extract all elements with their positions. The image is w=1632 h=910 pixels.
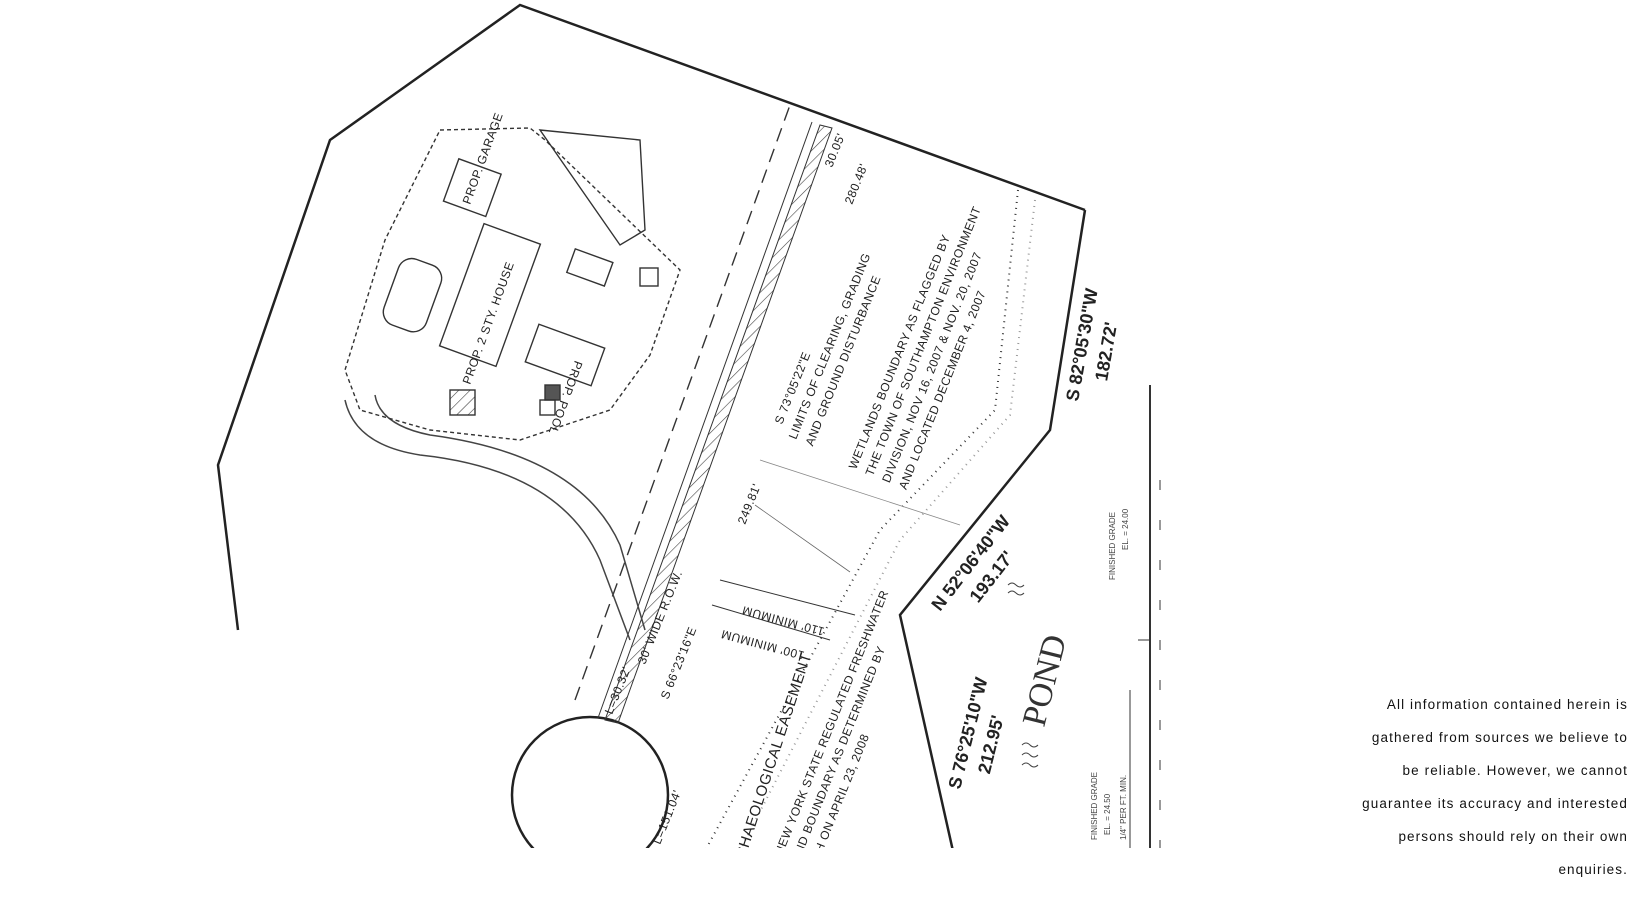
disclaimer-line: persons should rely on their own bbox=[1398, 829, 1628, 844]
disclaimer: All information contained herein is gath… bbox=[1228, 688, 1628, 886]
freshwater-boundary bbox=[740, 199, 1036, 848]
wetlands-label: WETLANDS BOUNDARY AS FLAGGED BY THE TOWN… bbox=[846, 204, 989, 491]
house-label: PROP. 2 STY. HOUSE bbox=[460, 260, 517, 386]
right-of-way bbox=[574, 104, 833, 724]
lot-boundary bbox=[216, 3, 1086, 631]
cul-de-sac bbox=[510, 715, 670, 848]
cul-de-sac-length: L=151.04' bbox=[650, 788, 684, 846]
bearing-east-1: S 82°05'30"W bbox=[1062, 287, 1102, 403]
min-100-label: 100' MINIMUM bbox=[719, 627, 805, 663]
disclaimer-line: guarantee its accuracy and interested bbox=[1362, 796, 1628, 811]
grade-section bbox=[1129, 385, 1161, 848]
disclaimer-line: enquiries. bbox=[1558, 862, 1628, 877]
min-110-label: 110' MINIMUM bbox=[740, 603, 825, 638]
finished-grade-2-el: EL. = 24.50 bbox=[1103, 793, 1112, 835]
bearing-south: S 76°25'10"W 212.95' bbox=[944, 675, 1007, 791]
disclaimer-line: All information contained herein is bbox=[1386, 697, 1628, 712]
finished-grade-1-el: EL. = 24.00 bbox=[1121, 508, 1130, 550]
water-symbol bbox=[1007, 582, 1039, 768]
row-length-2: 249.81' bbox=[735, 481, 764, 526]
disclaimer-line: be reliable. However, we cannot bbox=[1402, 763, 1628, 778]
finished-grade-1: FINISHED GRADE bbox=[1108, 512, 1117, 580]
garage-label: PROP. GARAGE bbox=[460, 111, 506, 206]
bearing-pond: N 52°06'40"W 193.17' bbox=[927, 511, 1017, 614]
row-bearing-2: S 66°23'16"E bbox=[658, 625, 700, 701]
house-cluster bbox=[344, 127, 681, 441]
slope-label: 1/4" PER FT. MIN. bbox=[1119, 775, 1128, 840]
row-length-1: 280.48' bbox=[842, 161, 871, 206]
driveway bbox=[344, 394, 646, 641]
finished-grade-2: FINISHED GRADE bbox=[1090, 772, 1099, 840]
disclaimer-line: gathered from sources we believe to bbox=[1371, 730, 1628, 745]
east-boundary bbox=[898, 209, 1087, 848]
bearing-east: S 82°05'30"W 182.72' bbox=[1062, 287, 1121, 403]
bearing-east-2: 182.72' bbox=[1091, 321, 1121, 383]
pond-label: POND bbox=[1016, 631, 1074, 730]
